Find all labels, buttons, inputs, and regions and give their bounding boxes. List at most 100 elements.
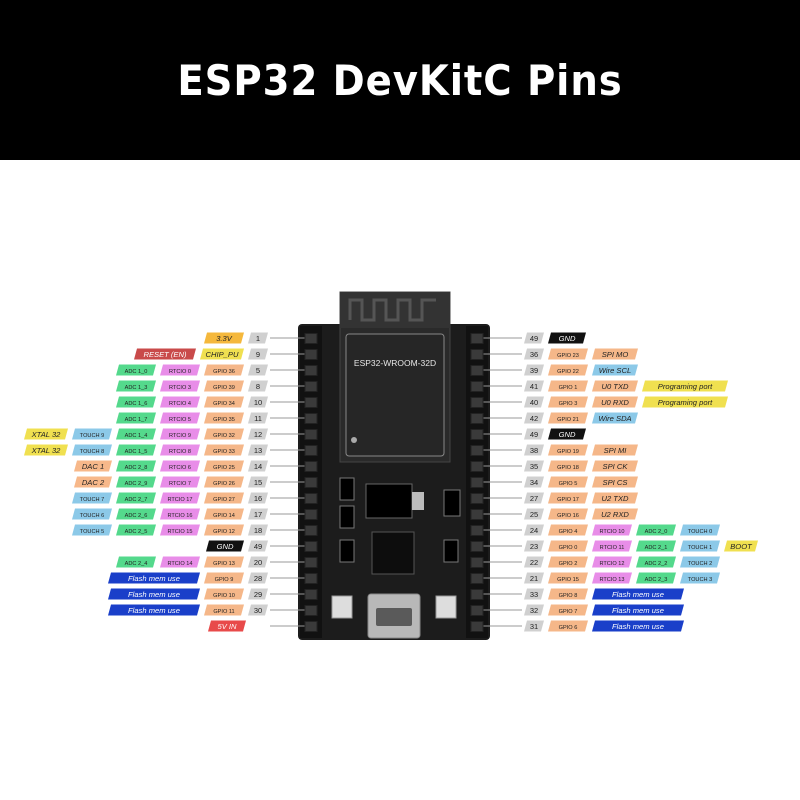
- pin-label-reset: RESET (EN): [134, 348, 196, 360]
- pin-label-rtcio: RTCIO 3: [160, 380, 200, 392]
- pin-label-gpio-text: GPIO 14: [213, 513, 235, 519]
- pin-label-flash-bg: [108, 572, 200, 584]
- pin-label-gpio: GPIO 16: [548, 508, 588, 520]
- pin-label-adc-bg: [116, 460, 156, 472]
- pin-number-text: 29: [254, 590, 262, 599]
- pin-number: 10: [248, 396, 268, 408]
- pin-label-gpio-bg: [548, 412, 588, 424]
- pin-label-rtcio: RTCIO 4: [160, 396, 200, 408]
- pin-label-wire-text: Wire SDA: [598, 414, 631, 423]
- pin-label-adc-text: ADC 2_3: [645, 577, 668, 583]
- header-pin: [470, 605, 484, 616]
- pin-number-bg: [524, 428, 544, 440]
- pin-label-gnd: GND: [548, 332, 586, 344]
- pin-label-touch: TOUCH 0: [680, 524, 720, 536]
- pin-label-gpio-text: GPIO 23: [557, 353, 579, 359]
- header-pin: [470, 477, 484, 488]
- pin-label-power: 5V IN: [208, 620, 246, 632]
- header-pin: [470, 349, 484, 360]
- pin-number-bg: [524, 380, 544, 392]
- pin-number-text: 25: [530, 510, 538, 519]
- pin-label-wire-text: Wire SCL: [599, 366, 631, 375]
- pin-number-text: 38: [530, 446, 538, 455]
- header-pin: [470, 461, 484, 472]
- component-cap: [339, 505, 355, 529]
- pin-label-touch-text: TOUCH 2: [688, 561, 712, 567]
- pin-label-gpio-text: GPIO 26: [213, 481, 235, 487]
- pin-label-uart-bg: [592, 396, 638, 408]
- pin-label-dac: DAC 2: [74, 476, 112, 488]
- header-pin: [470, 365, 484, 376]
- pin-number-bg: [524, 412, 544, 424]
- pin-label-rtcio: RTCIO 10: [592, 524, 632, 536]
- pin-label-touch-bg: [680, 540, 720, 552]
- pin-row: 1 3.3V: [204, 332, 318, 344]
- pin-number: 18: [248, 524, 268, 536]
- header-pin: [304, 541, 318, 552]
- pin-number-text: 49: [530, 334, 538, 343]
- pin-label-adc-bg: [116, 444, 156, 456]
- en-button[interactable]: [331, 595, 353, 619]
- pin-label-gpio-text: GPIO 39: [213, 385, 235, 391]
- pin-label-rtcio-bg: [160, 476, 200, 488]
- pin-number-text: 22: [530, 558, 538, 567]
- pin-label-gpio-bg: [204, 492, 244, 504]
- pin-number-bg: [524, 492, 544, 504]
- pin-label-gpio-text: GPIO 3: [559, 401, 578, 407]
- pin-number-bg: [524, 508, 544, 520]
- pin-label-rtcio-bg: [160, 380, 200, 392]
- pin-label-gpio-text: GPIO 12: [213, 529, 235, 535]
- pin-label-adc-text: ADC 2_0: [645, 529, 668, 535]
- pin-number-text: 30: [254, 606, 262, 615]
- pin-label-power3v3-bg: [204, 332, 244, 344]
- pin-label-gpio-text: GPIO 32: [213, 433, 235, 439]
- pin-label-flash: Flash mem use: [592, 620, 684, 632]
- pin-label-rtcio: RTCIO 7: [160, 476, 200, 488]
- pin-label-gpio-bg: [204, 588, 244, 600]
- pin-label-gnd-bg: [206, 540, 244, 552]
- pin-number-text: 49: [530, 430, 538, 439]
- pin-label-gpio: GPIO 3: [548, 396, 588, 408]
- pin-label-gpio-text: GPIO 18: [557, 465, 579, 471]
- pin-number: 1: [248, 332, 268, 344]
- wroom-module: ESP32-WROOM-32D: [339, 291, 451, 463]
- header-pin: [470, 621, 484, 632]
- pin-label-adc: ADC 2_6: [116, 508, 156, 520]
- boot-button[interactable]: [435, 595, 457, 619]
- pin-number: 30: [248, 604, 268, 616]
- pin-number-text: 15: [254, 478, 262, 487]
- pin-label-adc: ADC 1_4: [116, 428, 156, 440]
- pin-label-rtcio-bg: [160, 428, 200, 440]
- pin-label-prog: Programing port: [642, 380, 728, 392]
- pin-label-gpio-bg: [204, 604, 244, 616]
- header-pin: [304, 525, 318, 536]
- pin-label-flash-text: Flash mem use: [612, 606, 664, 615]
- pin-number: 20: [248, 556, 268, 568]
- pin-label-gpio-bg: [548, 380, 588, 392]
- pin-label-touch: TOUCH 2: [680, 556, 720, 568]
- page-title: ESP32 DevKitC Pins: [177, 55, 623, 105]
- pin-label-gnd-bg: [548, 332, 586, 344]
- pin-number: 31: [524, 620, 544, 632]
- pin-label-power3v3-text: 3.3V: [216, 334, 233, 343]
- pin-label-prog-bg: [642, 380, 728, 392]
- pin-number-bg: [248, 556, 268, 568]
- header-pin: [470, 413, 484, 424]
- pin-label-gpio: GPIO 9: [204, 572, 244, 584]
- header-pin: [470, 525, 484, 536]
- pin-label-xtal: XTAL 32: [24, 428, 68, 440]
- pin-label-gpio-bg: [204, 412, 244, 424]
- pin-label-flash-text: Flash mem use: [128, 574, 180, 583]
- header-pin: [470, 541, 484, 552]
- pin-label-gpio: GPIO 15: [548, 572, 588, 584]
- pin-label-adc-bg: [636, 556, 676, 568]
- pin-label-adc-text: ADC 2_6: [125, 513, 148, 519]
- components: [331, 477, 461, 639]
- pin-label-flash-bg: [592, 604, 684, 616]
- pin-label-gpio: GPIO 13: [204, 556, 244, 568]
- pin-number-bg: [248, 332, 268, 344]
- pin-label-rtcio-text: RTCIO 16: [167, 513, 192, 519]
